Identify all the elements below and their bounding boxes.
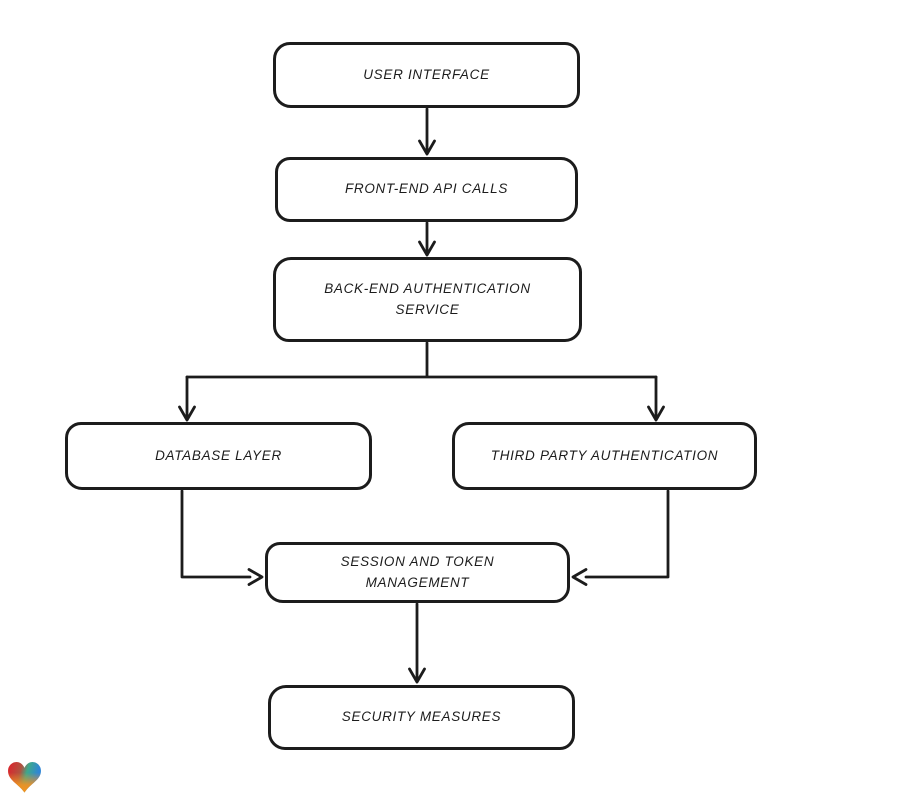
node-security-measures: SECURITY MEASURES <box>268 685 575 750</box>
node-back-end-authentication-service: BACK-END AUTHENTICATION SERVICE <box>273 257 582 342</box>
gradient-heart-logo <box>7 761 42 794</box>
node-label: DATABASE LAYER <box>155 447 282 463</box>
node-label: FRONT-END API CALLS <box>344 181 509 197</box>
arrow-back-end-branch <box>178 341 665 422</box>
node-database-layer: DATABASE LAYER <box>65 422 372 490</box>
arrow-session-to-security <box>408 602 426 684</box>
arrow-front-end-to-back-end <box>418 221 436 257</box>
node-label: THIRD PARTY AUTHENTICATION <box>490 447 719 463</box>
arrow-database-to-session <box>180 489 264 586</box>
node-label: BACK-END AUTHENTICATION SERVICE <box>324 281 531 317</box>
node-third-party-authentication: THIRD PARTY AUTHENTICATION <box>452 422 757 490</box>
node-label: SECURITY MEASURES <box>341 709 502 725</box>
arrow-third-party-to-session <box>571 489 670 586</box>
gradient-heart-icon <box>8 762 41 793</box>
node-front-end-api-calls: FRONT-END API CALLS <box>275 157 578 222</box>
node-label: SESSION AND TOKEN MANAGEMENT <box>340 554 495 590</box>
node-user-interface: USER INTERFACE <box>273 42 580 108</box>
arrow-user-interface-to-front-end <box>418 107 436 156</box>
node-label: USER INTERFACE <box>363 66 490 82</box>
node-session-and-token-management: SESSION AND TOKEN MANAGEMENT <box>265 542 570 603</box>
